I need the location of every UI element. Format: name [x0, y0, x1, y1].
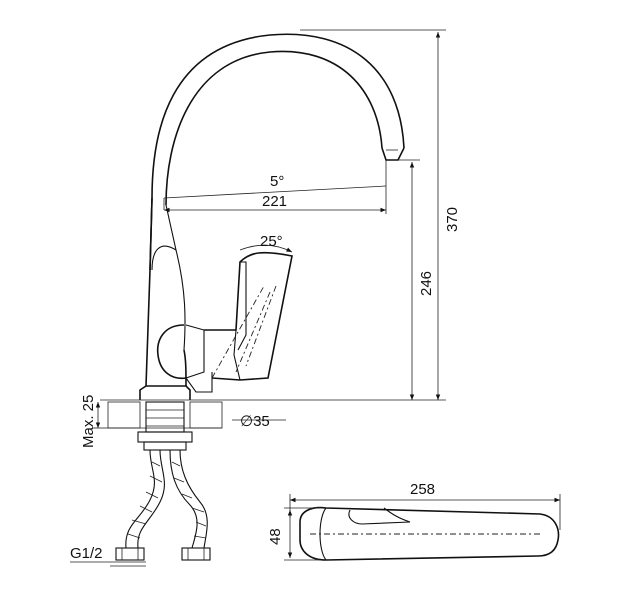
flexible-hoses [115, 449, 211, 561]
hose-thread-label: G1/2 [70, 545, 103, 562]
hole-diameter-label: ∅35 [240, 413, 270, 430]
total-height-label: 370 [444, 207, 461, 232]
deck-thickness-label: Max. 25 [80, 395, 97, 448]
faucet-side-view [139, 33, 405, 400]
deck-section [107, 401, 223, 451]
plan-width-label: 48 [267, 528, 284, 545]
reach-label: 221 [262, 193, 287, 210]
faucet-plan-view [299, 506, 560, 561]
outlet-height-label: 246 [418, 271, 435, 296]
plan-length-label: 258 [410, 481, 435, 498]
lever-angle-label: 25° [260, 233, 283, 250]
spout-angle-label: 5° [270, 173, 284, 190]
